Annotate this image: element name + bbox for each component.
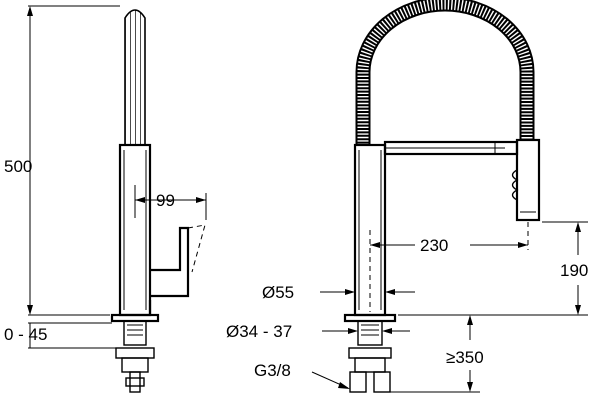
side-faucet-body (118, 143, 206, 317)
dim-reach-front: 230 (370, 236, 528, 255)
side-view: 500 99 0 - 45 (4, 5, 207, 393)
dim-hole-diameter: Ø34 - 37 (226, 322, 410, 341)
dim-offset-range: 0 - 45 (4, 322, 116, 349)
dim-reach-front-label: 230 (420, 236, 448, 255)
dim-body-diameter: Ø55 (262, 283, 415, 302)
front-spout (353, 140, 519, 317)
dim-spout-height-label: 190 (560, 261, 588, 280)
connector-callout: G3/8 (254, 361, 350, 389)
side-spring-hose (124, 9, 146, 145)
front-spring-hose (355, 0, 535, 145)
front-base (343, 313, 397, 393)
dim-hole-diameter-label: Ø34 - 37 (226, 322, 292, 341)
dim-reach-side: 99 (134, 185, 207, 220)
dim-reach-side-label: 99 (156, 191, 175, 210)
dim-height-total: 500 (4, 5, 120, 316)
dim-hose-length-label: ≥350 (446, 348, 484, 367)
front-spray-head (511, 138, 541, 222)
front-view: 230 190 Ø55 Ø34 - 37 (226, 0, 588, 393)
dim-offset-range-label: 0 - 45 (4, 325, 47, 344)
dim-height-total-label: 500 (4, 157, 32, 176)
dim-spout-height: 190 (398, 221, 588, 316)
connector-label: G3/8 (254, 361, 291, 380)
dim-hose-length: ≥350 (388, 315, 484, 393)
side-base (110, 313, 160, 393)
dim-body-diameter-label: Ø55 (262, 283, 294, 302)
